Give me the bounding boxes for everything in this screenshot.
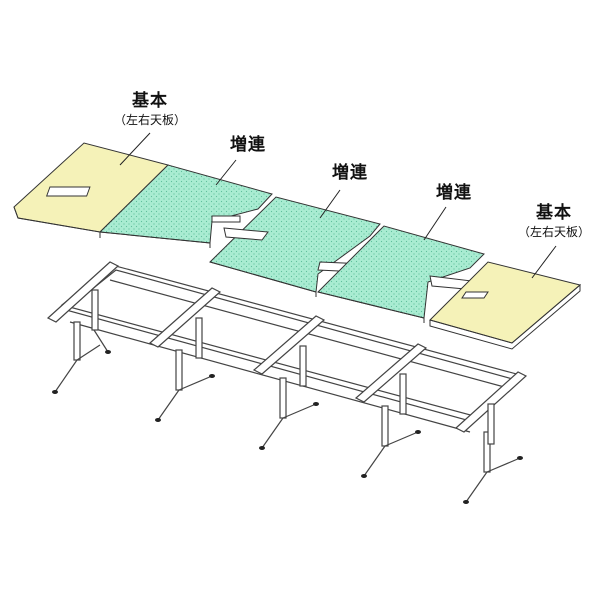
leg-set-2	[157, 317, 213, 421]
base-panel-right	[429, 261, 582, 350]
label-extension-3: 増連	[424, 183, 484, 204]
label-base-left: 基本 （左右天板）	[108, 91, 192, 127]
leg-set-4	[363, 373, 419, 477]
label-base-left-sub: （左右天板）	[113, 112, 186, 127]
leg-set-1	[54, 289, 109, 393]
label-extension-2-main: 増連	[332, 163, 368, 183]
extension-panel-1	[45, 164, 273, 248]
leg-set-3	[261, 345, 317, 449]
label-base-right: 基本 （左右天板）	[512, 203, 596, 239]
feet	[52, 350, 523, 504]
label-extension-2: 増連	[320, 163, 380, 184]
table-frame	[46, 261, 528, 504]
label-extension-1: 増連	[218, 135, 278, 156]
label-extension-1-main: 増連	[230, 135, 266, 155]
label-base-right-main: 基本	[536, 203, 572, 223]
leg-set-5	[465, 403, 521, 503]
label-extension-3-main: 増連	[436, 183, 472, 203]
leader-lines	[119, 132, 557, 279]
label-base-right-sub: （左右天板）	[517, 224, 590, 239]
tabletops	[13, 142, 582, 350]
label-base-left-main: 基本	[132, 91, 168, 111]
